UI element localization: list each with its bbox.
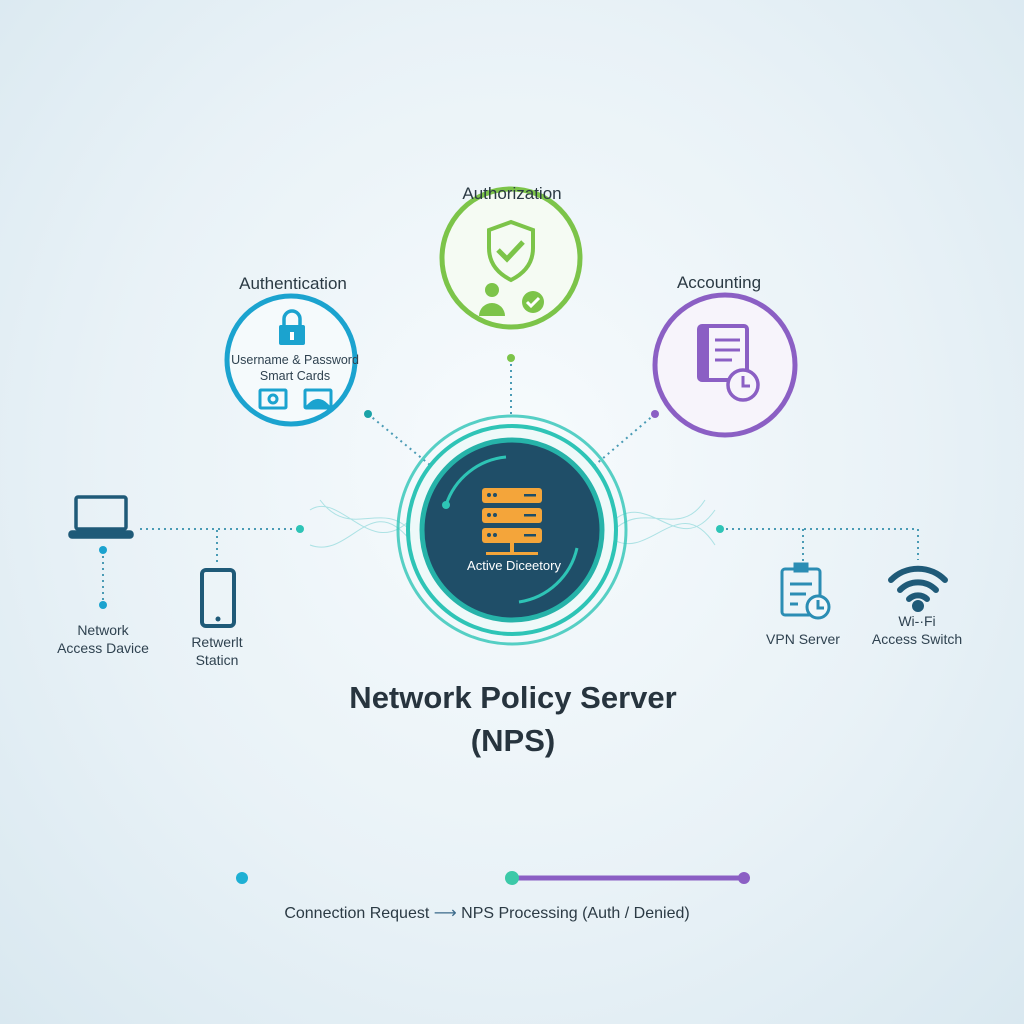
laptop-label-line2: Access Davice [57, 640, 149, 656]
clock-icon [726, 368, 760, 402]
check-badge-icon [522, 291, 544, 313]
wifi-label-line2: Access Switch [871, 631, 963, 647]
laptop-label-line1: Network [77, 622, 129, 638]
flow-start-text: Connection Request [284, 905, 430, 922]
page-title: Network Policy Server (NPS) [349, 676, 676, 762]
arrow-right-icon: ⟶ [433, 905, 457, 922]
smart-cards-text: Smart Cards [259, 369, 331, 383]
connector-dots [99, 354, 724, 609]
smart-card-icon [258, 388, 288, 410]
network-access-device-label: Network Access Davice [57, 621, 149, 657]
username-password-text: Username & Password [231, 353, 359, 367]
phone-label: Retwerlt Staticn [191, 633, 242, 669]
user-icon [479, 283, 505, 316]
title-line1: Network Policy Server [349, 680, 677, 715]
phone-label-line1: Retwerlt [191, 634, 243, 650]
wifi-label-line1: Wi-·Fi [898, 613, 936, 629]
authentication-methods: Username & Password Smart Cards [231, 352, 359, 384]
phone-icon [200, 568, 236, 628]
authorization-label: Authorization [462, 184, 562, 203]
authentication-label: Authentication [239, 274, 347, 293]
wifi-access-switch-label: Wi-·Fi Access Switch [872, 612, 962, 648]
accounting-circle [652, 292, 798, 438]
flow-end-text: NPS Processing (Auth / Denied) [461, 905, 690, 922]
flow-progress-bar [236, 871, 750, 885]
notebook-icon [697, 324, 749, 382]
authentication-circle [224, 293, 358, 427]
connector-lines [102, 358, 919, 605]
laptop-icon [68, 495, 134, 539]
signal-waves [309, 499, 716, 548]
flow-caption: Connection Request ⟶ NPS Processing (Aut… [284, 903, 689, 923]
wifi-icon [888, 565, 948, 612]
clipboard-clock-icon [780, 562, 831, 620]
lock-icon [279, 309, 305, 345]
authorization-circle [439, 186, 583, 330]
id-card-icon [303, 388, 333, 410]
phone-label-line2: Staticn [195, 652, 239, 668]
title-line2: (NPS) [470, 723, 556, 758]
server-icon [482, 488, 542, 555]
vpn-server-label: VPN Server [766, 631, 840, 647]
nps-core [396, 414, 628, 646]
accounting-label: Accounting [676, 273, 762, 292]
shield-check-icon [487, 219, 535, 283]
active-directory-label: Active Diceetory [467, 558, 561, 573]
